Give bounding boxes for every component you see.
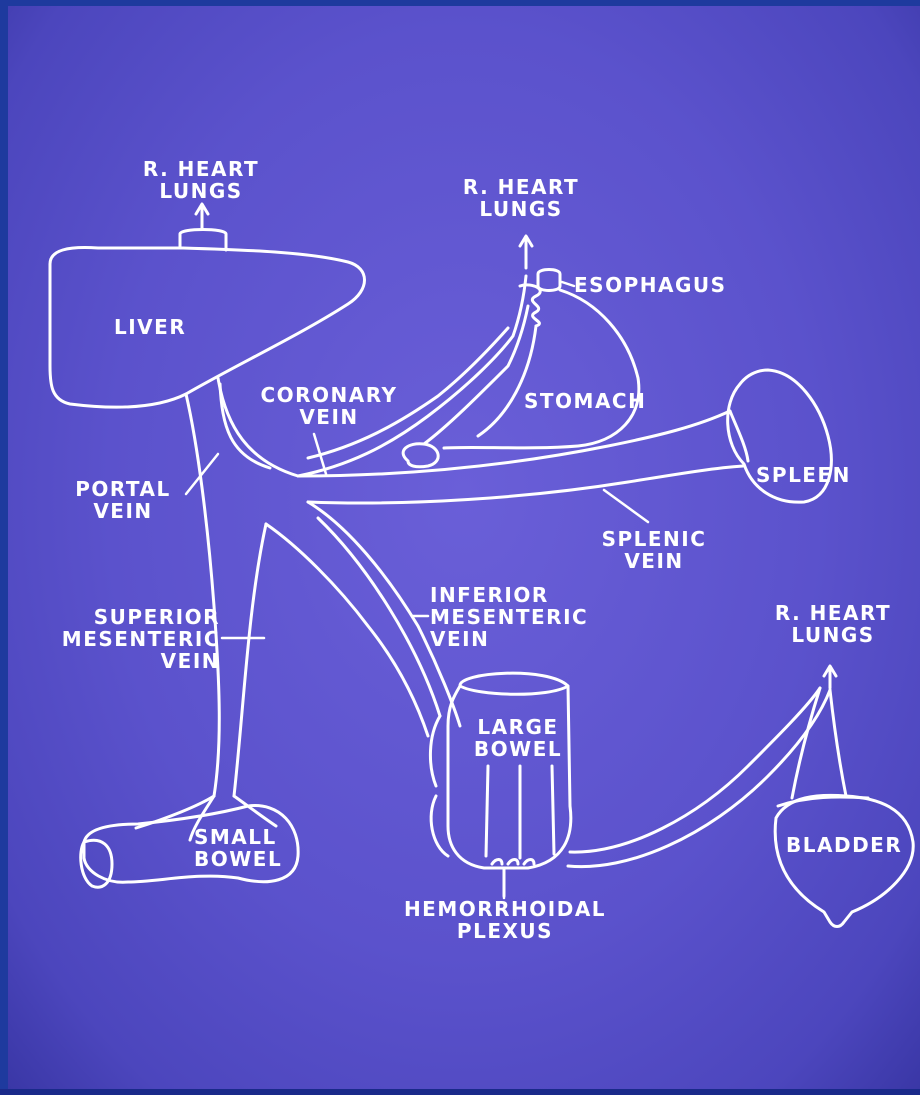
leader-lines <box>8 6 920 1095</box>
leader-splenic <box>604 490 648 522</box>
leader-esophagus <box>562 282 574 286</box>
leader-portal <box>186 454 218 494</box>
leader-coronary <box>314 434 326 474</box>
